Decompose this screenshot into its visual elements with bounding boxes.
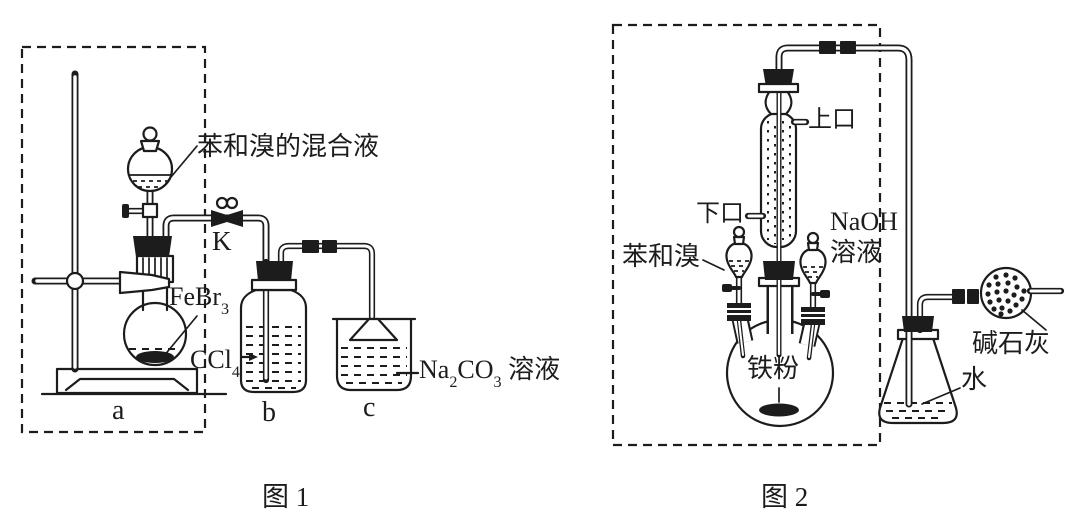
label-ccl4: CCl4	[190, 345, 240, 382]
tube-connector	[967, 289, 979, 304]
leader-soda-lime	[1021, 309, 1047, 331]
label-apparatus-b: b	[262, 397, 276, 428]
label-iron-powder: 铁粉	[747, 354, 800, 383]
center-neck-stopper	[763, 261, 795, 280]
clamp-boss	[65, 271, 85, 291]
tube-connector	[322, 240, 337, 253]
dropping-funnel-naoh	[799, 231, 830, 325]
funnel-stopper	[801, 307, 825, 325]
tube-connector	[840, 41, 856, 54]
leader-water	[921, 387, 961, 405]
soda-lime-granules	[985, 272, 1027, 317]
stopcock-K	[211, 196, 243, 227]
label-valve-k: K	[212, 226, 232, 256]
label-na2co3-solution: Na2CO3 溶液	[419, 355, 561, 392]
fig2-dashed-enclosure	[611, 23, 882, 447]
funnel-stopper	[727, 303, 751, 321]
beaker-c	[331, 317, 417, 392]
tube-connector	[819, 41, 836, 54]
leader-mixture	[165, 145, 198, 184]
tube-connector	[952, 289, 965, 304]
funnel-stopper-knob	[142, 126, 158, 142]
dropping-funnel-benzene-bromine	[722, 225, 753, 321]
fig1-dashed-enclosure	[20, 45, 207, 434]
conical-flask-stopper	[902, 316, 934, 332]
leader-benzene-bromine	[702, 259, 725, 271]
separating-funnel	[122, 126, 174, 246]
figure1-apparatus	[20, 45, 420, 434]
febr3-catalyst-pool	[136, 351, 174, 363]
figure2-apparatus	[611, 23, 1065, 447]
funnel-stopcock-handle	[820, 290, 830, 298]
label-benzene-bromine: 苯和溴	[622, 242, 701, 271]
conical-flask	[878, 328, 958, 425]
label-upper-port: 上口	[808, 107, 856, 133]
ccl4-arrow	[240, 353, 258, 361]
label-febr3: FeBr3	[169, 282, 230, 319]
label-naoh-solution: 溶液	[830, 238, 883, 267]
funnel-stopcock-handle	[722, 284, 732, 292]
label-apparatus-c: c	[363, 392, 376, 423]
tube-connector	[302, 240, 319, 253]
label-benzene-bromine-mixture: 苯和溴的混合液	[197, 132, 380, 161]
iron-powder-pile	[759, 403, 799, 417]
caption-figure1: 图 1	[262, 482, 310, 512]
flask-a-stopper	[133, 236, 172, 257]
funnel-stopcock-handle	[122, 204, 129, 218]
label-lower-port: 下口	[696, 201, 744, 227]
funnel-knob	[806, 231, 820, 245]
iron-stand	[31, 70, 228, 396]
gas-outlet-tube	[775, 41, 913, 408]
label-apparatus-a: a	[112, 395, 125, 426]
label-water: 水	[961, 365, 988, 394]
soda-lime-bulb	[979, 266, 1065, 320]
bottle-b-stopper	[256, 261, 293, 281]
gas-washing-bottle-b	[239, 240, 376, 394]
tube-to-drying-bulb	[916, 289, 979, 334]
condenser-top-stopper	[763, 69, 794, 87]
caption-figure2: 图 2	[761, 482, 809, 512]
leader-febr3	[162, 315, 198, 358]
clamp-jaw	[118, 270, 171, 295]
funnel-knob	[732, 225, 746, 239]
reflux-condenser	[744, 69, 810, 358]
label-naoh: NaOH	[830, 207, 898, 236]
flask-a	[122, 278, 188, 367]
label-soda-lime: 碱石灰	[972, 329, 1051, 358]
inverted-funnel	[348, 317, 399, 342]
